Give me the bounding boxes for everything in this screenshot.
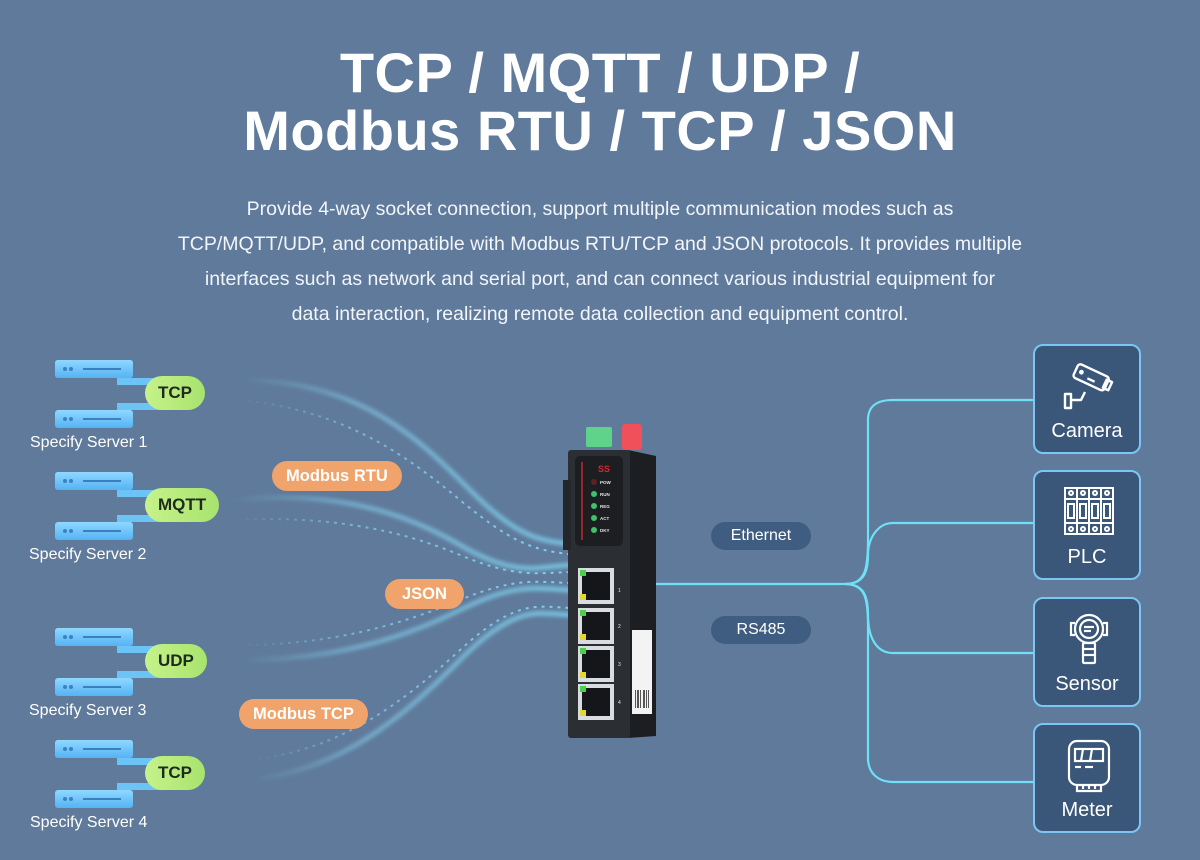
- port-number-2: 2: [618, 624, 621, 630]
- protocol-badge: MQTT: [145, 488, 220, 522]
- description-line-3: interfaces such as network and serial po…: [204, 268, 996, 290]
- endpoint-card-sensor: Sensor: [1033, 597, 1141, 707]
- stream-tag-json: JSON: [385, 579, 464, 609]
- server-rack-icon: [55, 740, 181, 812]
- title-line-1: TCP / MQTT / UDP /: [339, 41, 861, 104]
- server-label: Specify Server 1: [30, 434, 148, 451]
- ethernet-port-2: [578, 608, 614, 644]
- protocol-badge: TCP: [145, 756, 205, 790]
- connection-diagram: [229, 378, 1033, 784]
- indicator-label-act: ACT: [600, 516, 609, 521]
- server-4: TCP Specify Server 4: [0, 740, 210, 840]
- connector-plc: [844, 521, 1033, 586]
- stream-tag-modbus-rtu: Modbus RTU: [272, 461, 402, 491]
- server-2: MQTT Specify Server 2: [0, 472, 220, 572]
- server-label: Specify Server 2: [29, 546, 147, 563]
- port-number-1: 1: [618, 588, 621, 594]
- page-title: TCP / MQTT / UDP / Modbus RTU / TCP / JS…: [0, 44, 1200, 160]
- terminal-block-red: [622, 424, 642, 450]
- endpoint-label: Meter: [1061, 799, 1113, 821]
- indicator-label-pow: POW: [600, 480, 612, 485]
- ethernet-port-4: [578, 684, 614, 720]
- terminal-block-green: [586, 427, 612, 447]
- server-rack-icon: [55, 360, 181, 432]
- interface-tag-ethernet: Ethernet: [711, 522, 811, 550]
- port-number-4: 4: [618, 700, 621, 706]
- title-line-2: Modbus RTU / TCP / JSON: [243, 99, 957, 162]
- sensor-icon: [1069, 613, 1109, 665]
- server-3: UDP Specify Server 3: [0, 628, 210, 728]
- led-pow: [591, 479, 597, 485]
- server-label: Specify Server 3: [29, 702, 147, 719]
- stream-server-1-glow: [239, 399, 576, 556]
- brand-logo: SS: [598, 464, 610, 474]
- port-number-3: 3: [618, 662, 621, 668]
- endpoint-card-camera: Camera: [1033, 344, 1141, 454]
- camera-icon: [1063, 363, 1114, 410]
- endpoint-label: Camera: [1051, 420, 1123, 442]
- stream-server-4: [249, 611, 576, 782]
- led-reg: [591, 503, 597, 509]
- server-1: TCP Specify Server 1: [0, 360, 210, 460]
- led-dky: [591, 527, 597, 533]
- stream-tag-modbus-tcp: Modbus TCP: [239, 699, 368, 729]
- ethernet-ports: [578, 568, 614, 720]
- gateway-device: SS POW RUN REG ACT DKY 1 2 3 4: [563, 424, 656, 738]
- indicator-label-reg: REG: [600, 504, 610, 509]
- protocol-badge: UDP: [145, 644, 207, 678]
- connector-camera: [844, 398, 1033, 586]
- connector-sensor: [844, 582, 1033, 655]
- stream-server-3: [239, 586, 576, 662]
- server-rack-icon: [55, 628, 181, 700]
- stream-server-4-glow: [249, 605, 576, 761]
- connector-meter: [844, 582, 1033, 784]
- data-streams: [229, 378, 576, 782]
- description-line-1: Provide 4-way socket connection, support…: [246, 198, 954, 220]
- stream-server-2: [229, 495, 576, 571]
- led-run: [591, 491, 597, 497]
- description-line-4: data interaction, realizing remote data …: [291, 303, 909, 325]
- description-line-2: TCP/MQTT/UDP, and compatible with Modbus…: [177, 233, 1023, 255]
- server-label: Specify Server 4: [30, 814, 148, 831]
- status-leds: [591, 479, 597, 533]
- endpoint-card-meter: Meter: [1033, 723, 1141, 833]
- plc-icon: [1064, 487, 1114, 535]
- indicator-label-run: RUN: [600, 492, 610, 497]
- meter-icon: [1067, 739, 1111, 793]
- endpoint-label: Sensor: [1055, 673, 1119, 695]
- connector-lines: [655, 398, 1033, 784]
- protocol-badge: TCP: [145, 376, 205, 410]
- led-panel: [575, 456, 623, 546]
- led-act: [591, 515, 597, 521]
- stream-server-2-glow: [229, 518, 576, 575]
- endpoint-label: PLC: [1067, 546, 1107, 568]
- indicator-label-dky: DKY: [600, 528, 610, 533]
- interface-tag-rs485: RS485: [711, 616, 811, 644]
- ethernet-port-3: [578, 646, 614, 682]
- endpoint-card-plc: PLC: [1033, 470, 1141, 580]
- server-rack-icon: [55, 472, 181, 544]
- stream-server-1: [239, 378, 576, 547]
- description: Provide 4-way socket connection, support…: [130, 192, 1070, 332]
- ethernet-port-1: [578, 568, 614, 604]
